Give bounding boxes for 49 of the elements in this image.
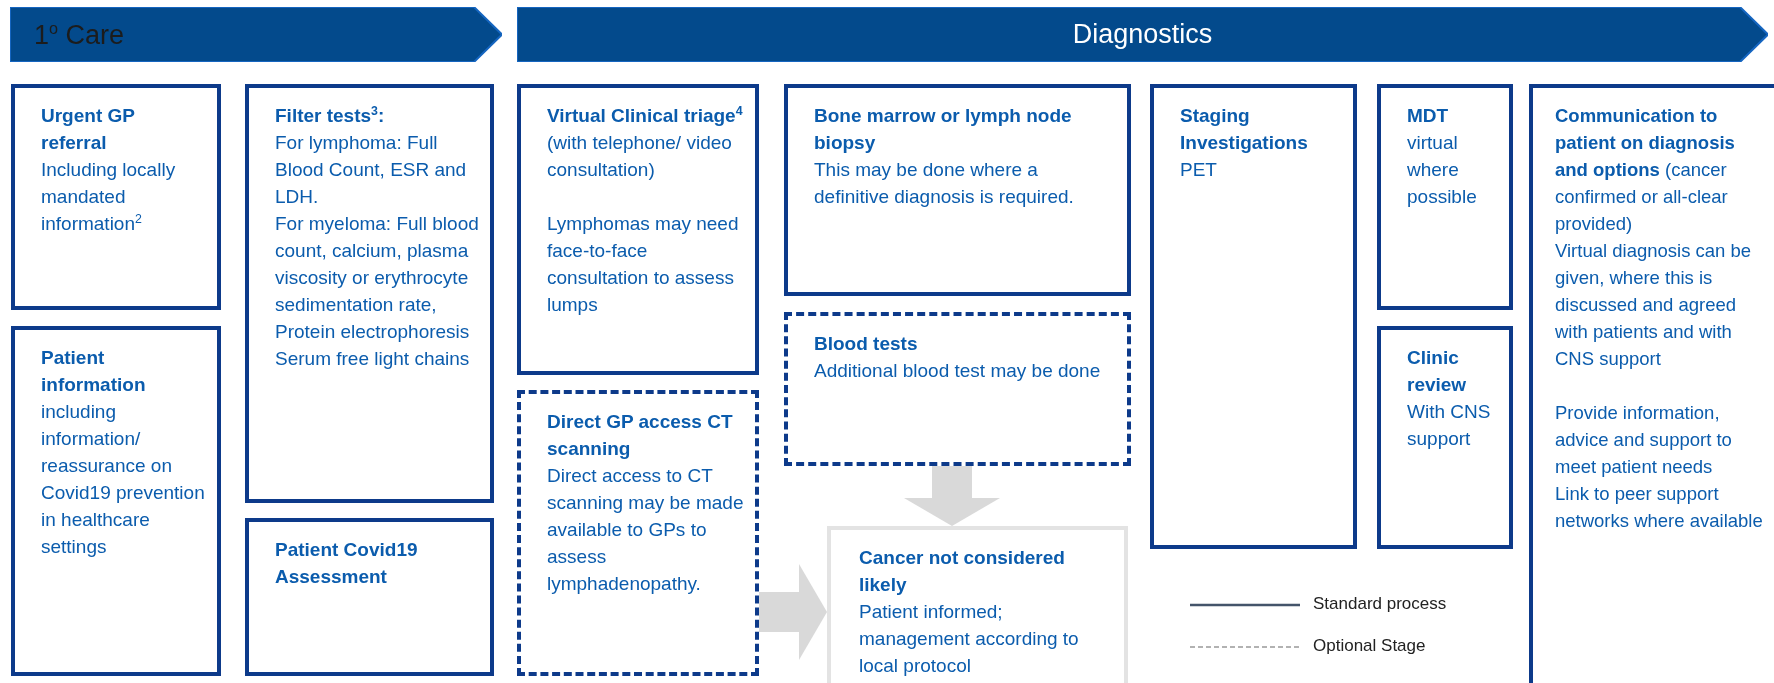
box-heading: Cancer not considered likely <box>859 546 1066 597</box>
process-box <box>1529 84 1774 683</box>
box-text: Provide information, advice and support to meet patient needs <box>1555 401 1733 479</box>
stage-banner <box>517 7 1768 62</box>
box-heading: Virtual Clinical triage$^{4}$ <box>547 102 744 128</box>
box-text: including information/ reassurance on Covid19 prevention in healthcare settings <box>41 400 205 559</box>
box-text: Additional blood test may be done <box>814 359 1102 383</box>
block-arrow <box>759 564 827 660</box>
box-heading: Clinic review <box>1407 346 1468 397</box>
box-heading: Blood tests <box>814 332 919 356</box>
box-text: For lymphoma: Full Blood Count, ESR and LDH. <box>275 131 468 209</box>
box-heading: Bone marrow or lymph node biopsy <box>814 104 1073 155</box>
box-heading: Direct GP access CT scanning <box>547 410 734 461</box>
process-box <box>245 518 494 676</box>
box-heading: Communication to patient on diagnosis and options (cancer confirmed or all-clear provided) <box>1555 104 1736 236</box>
optional-stage-box <box>517 390 759 676</box>
process-box <box>245 84 494 503</box>
optional-stage-box <box>784 312 1131 466</box>
box-text: Link to peer support networks where available <box>1555 482 1764 533</box>
stage-title: Diagnostics <box>1072 19 1213 50</box>
box-text: Direct access to CT scanning may be made available to GPs to assess lymphadenopathy. <box>547 464 745 596</box>
box-text: Virtual diagnosis can be given, where this is discussed and agreed with patients and with CNS support <box>1555 239 1753 371</box>
stage-title: 1$^{o}$ Care <box>34 18 125 51</box>
process-box <box>517 84 759 375</box>
box-heading: MDT <box>1407 104 1450 128</box>
process-box <box>784 84 1131 296</box>
box-text: virtual where possible <box>1407 131 1478 209</box>
box-text: For myeloma: Full blood count, calcium, plasma viscosity or erythrocyte sedimentation rate, Protein electrophoresis Serum free light chains <box>275 212 480 371</box>
box-text: Including locally mandated information$^{2}$ <box>41 158 177 236</box>
block-arrow <box>904 466 1000 526</box>
box-heading: Urgent GP referral <box>41 104 136 155</box>
process-box <box>1377 84 1513 310</box>
box-heading: Patient Covid19 Assessment <box>275 538 419 589</box>
box-text: (with telephone/ video consultation) <box>547 131 733 182</box>
process-box <box>11 84 221 310</box>
outcome-box <box>827 526 1128 683</box>
box-text: Patient informed; management according to local protocol <box>859 600 1080 678</box>
stage-banner <box>10 7 502 62</box>
process-box <box>1150 84 1357 549</box>
process-box <box>11 326 221 676</box>
box-text: With CNS support <box>1407 400 1492 451</box>
legend-label: Standard process <box>1313 594 1447 614</box>
box-text: Lymphomas may need face-to-face consultation to assess lumps <box>547 212 740 317</box>
box-text: PET <box>1180 158 1218 182</box>
process-box <box>1377 326 1513 549</box>
legend-label: Optional Stage <box>1313 636 1426 656</box>
box-text: This may be done where a definitive diagnosis is required. <box>814 158 1075 209</box>
box-heading: Filter tests$^{3}$: <box>275 102 386 128</box>
box-heading: Staging Investigations <box>1180 104 1309 155</box>
